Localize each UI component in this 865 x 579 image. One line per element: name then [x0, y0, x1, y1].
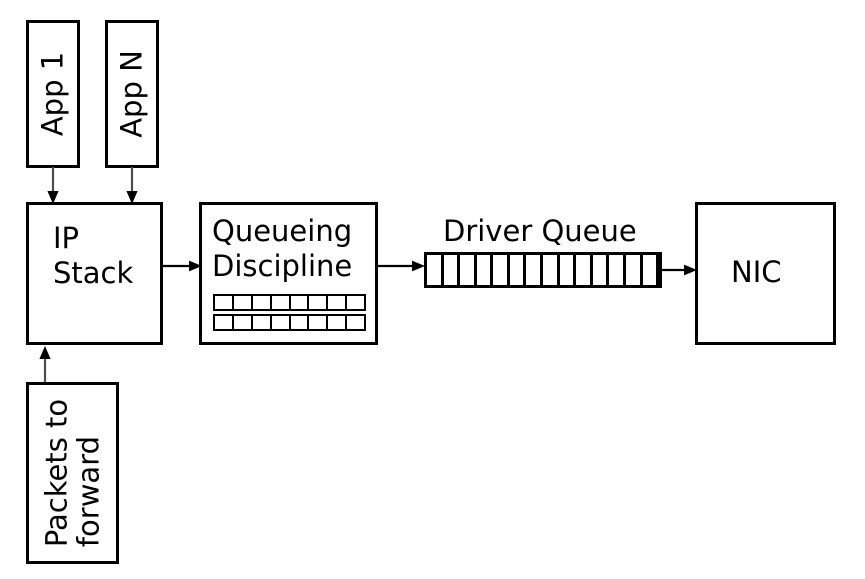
edge-app1-to-ip-stack	[44, 167, 64, 205]
driver-queue-cell	[609, 255, 626, 285]
driver-queue-cell	[576, 255, 593, 285]
qdisc-queue-cell	[233, 316, 253, 329]
node-qdisc: Queueing Discipline	[199, 202, 378, 345]
qdisc-queue-cell	[309, 316, 329, 329]
qdisc-queue-cell	[309, 296, 329, 309]
driver-queue-caption: Driver Queue	[443, 214, 637, 248]
node-ip-stack: IP Stack	[26, 202, 163, 345]
edge-ip-stack-to-qdisc	[163, 258, 203, 274]
driver-queue-cell	[460, 255, 477, 285]
qdisc-queue-cell	[215, 316, 234, 329]
qdisc-queue-cell	[271, 316, 291, 329]
qdisc-queue-cell	[347, 296, 364, 309]
driver-queue-cell	[625, 255, 643, 285]
node-ip-stack-label-line2: Stack	[53, 256, 134, 290]
qdisc-queue-cell	[215, 296, 234, 309]
qdisc-queue-cell	[271, 296, 291, 309]
node-app1: App 1	[26, 20, 80, 168]
node-qdisc-label-line2: Discipline	[212, 249, 353, 283]
driver-queue-cell	[443, 255, 461, 285]
node-packets-to-forward-label-line1: Packets to	[39, 398, 74, 548]
qdisc-queue-cell	[328, 296, 348, 309]
qdisc-queue-cell	[290, 296, 310, 309]
driver-queue-cell	[642, 255, 660, 285]
edge-appn-to-ip-stack	[123, 167, 143, 205]
qdisc-queue-cell	[347, 316, 364, 329]
driver-queue-cell	[509, 255, 527, 285]
qdisc-queue-row-1	[213, 294, 366, 311]
driver-queue-cell	[526, 255, 544, 285]
node-qdisc-label-line1: Queueing	[212, 214, 353, 248]
driver-queue-cell	[493, 255, 510, 285]
node-nic-label: NIC	[731, 255, 782, 289]
qdisc-queue-row-2	[213, 314, 366, 331]
node-packets-to-forward: Packets to forward	[26, 382, 119, 564]
qdisc-queue-cell	[328, 316, 348, 329]
node-packets-to-forward-label-line2: forward	[71, 435, 106, 548]
edge-packets-to-ip-stack	[36, 345, 56, 385]
node-appn: App N	[105, 20, 159, 168]
driver-queue-cell	[543, 255, 560, 285]
node-packets-to-forward-label: Packets to forward	[39, 398, 106, 548]
qdisc-queue-cell	[252, 316, 272, 329]
driver-queue-cell	[476, 255, 494, 285]
qdisc-queue-cell	[290, 316, 310, 329]
driver-queue-cell	[559, 255, 577, 285]
edge-qdisc-to-driver-queue	[378, 258, 426, 274]
edge-driver-queue-to-nic	[662, 262, 698, 278]
node-nic: NIC	[695, 202, 836, 345]
node-appn-label: App N	[114, 50, 149, 138]
driver-queue-cell	[427, 255, 444, 285]
driver-queue-cell	[592, 255, 610, 285]
node-app1-label: App 1	[35, 51, 70, 137]
node-driver-queue	[424, 252, 662, 288]
qdisc-queue-cell	[233, 296, 253, 309]
qdisc-queue-cell	[252, 296, 272, 309]
node-ip-stack-label-line1: IP	[53, 221, 80, 255]
